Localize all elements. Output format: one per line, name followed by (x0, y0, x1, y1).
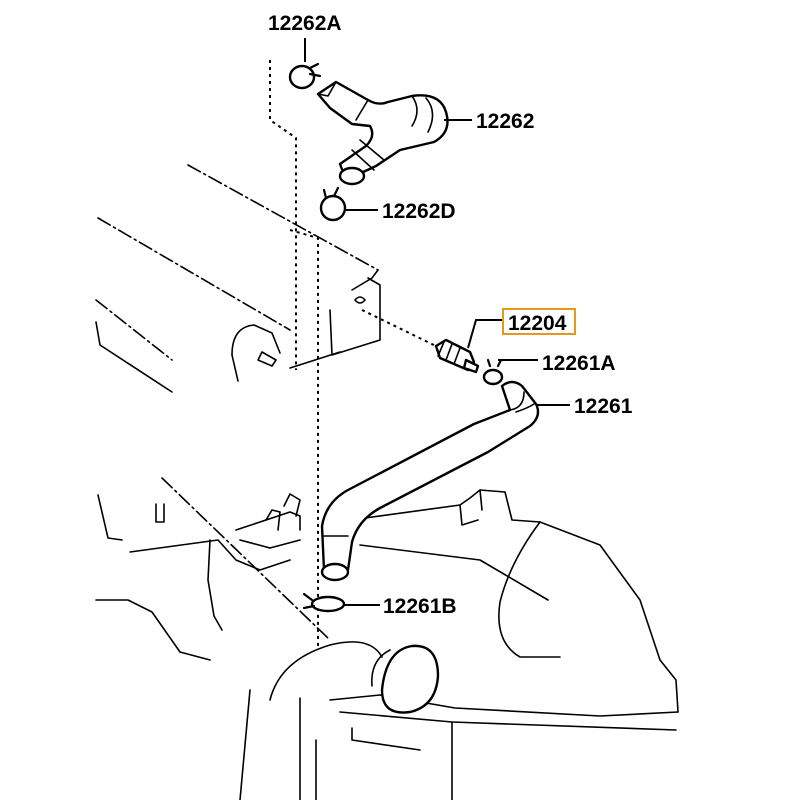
clip-12261a[interactable] (482, 358, 504, 386)
highlight-box-12204 (502, 308, 576, 335)
callout-12204[interactable]: 12204 (508, 312, 567, 335)
hose-12261[interactable] (320, 380, 540, 582)
callout-12261a[interactable]: 12261A (542, 352, 616, 375)
callout-12262a[interactable]: 12262A (268, 12, 342, 35)
engine-outline (95, 164, 679, 800)
callout-12262[interactable]: 12262 (476, 110, 534, 133)
clip-12262a[interactable] (288, 62, 322, 90)
hose-12262[interactable] (316, 80, 449, 186)
pcv-valve-12204[interactable] (434, 338, 480, 374)
callout-12261b[interactable]: 12261B (383, 595, 457, 618)
clip-12261b[interactable] (302, 592, 346, 613)
callout-12261[interactable]: 12261 (574, 395, 633, 418)
clip-12262d[interactable] (319, 186, 347, 222)
callout-12262d[interactable]: 12262D (382, 200, 456, 223)
reference-lines (269, 60, 441, 650)
leader-12204 (467, 319, 504, 349)
